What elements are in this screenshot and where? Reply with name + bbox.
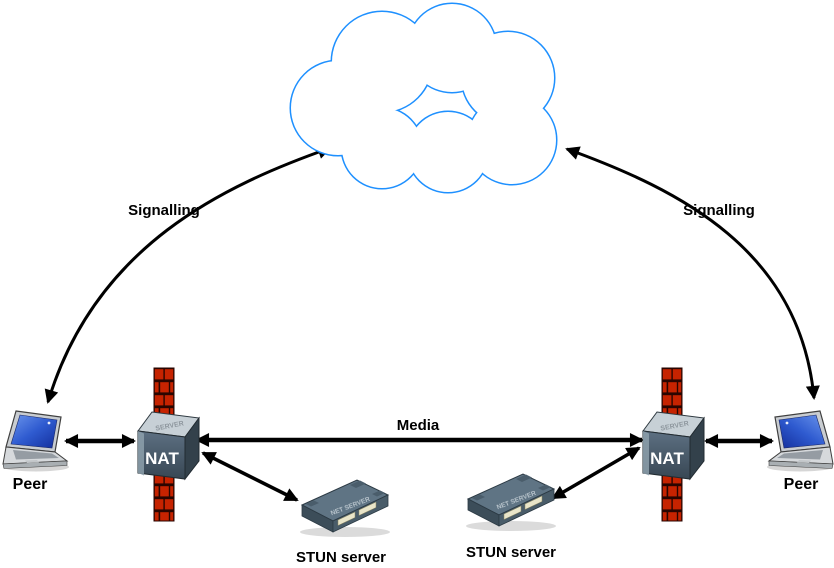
signalling-edge-right — [565, 146, 820, 400]
media-label: Media — [397, 417, 440, 434]
stun-right-label: STUN server — [466, 544, 556, 561]
nat-right-label: NAT — [650, 449, 684, 468]
internet-cloud — [289, 2, 558, 194]
nat-stun-edge-left — [201, 451, 299, 502]
signalling-left-label: Signalling — [128, 202, 200, 219]
nat-box-left — [137, 411, 200, 480]
signalling-right-label: Signalling — [683, 202, 755, 219]
nat-stun-edge-right — [551, 446, 641, 500]
signalling-edge-left — [44, 145, 332, 404]
stun-server-left-icon — [299, 479, 391, 538]
peer-left-label: Peer — [13, 476, 48, 493]
peer-right-laptop-icon — [766, 410, 834, 473]
peer-right-label: Peer — [784, 476, 819, 493]
nat-box-right — [642, 411, 705, 480]
stun-server-right-icon — [465, 473, 557, 532]
stun-left-label: STUN server — [296, 549, 386, 566]
peer-left-laptop-icon — [2, 410, 70, 473]
nat-left-label: NAT — [145, 449, 179, 468]
